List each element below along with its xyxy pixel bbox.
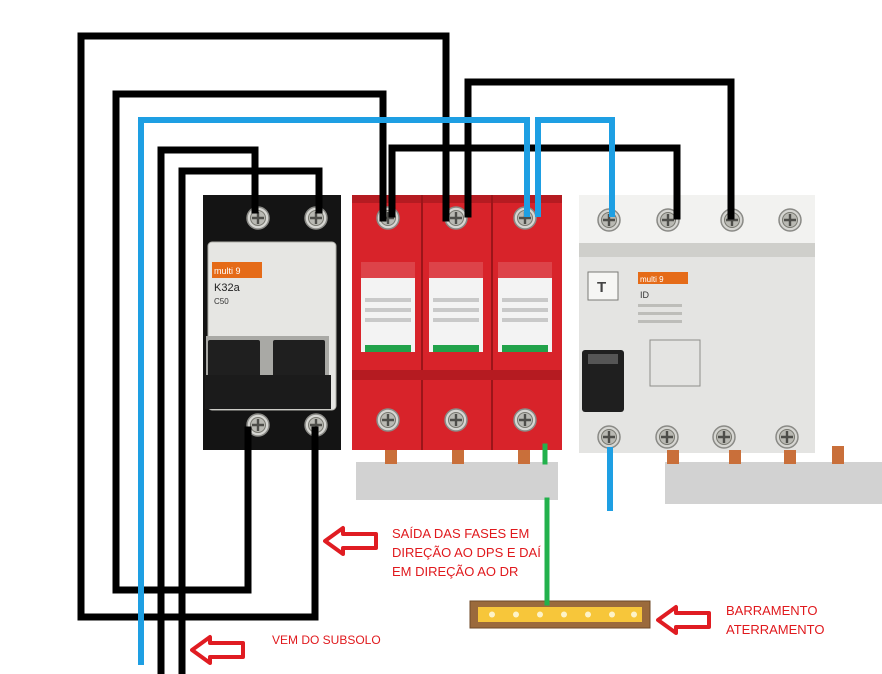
breaker-rating: K32a [214, 282, 241, 294]
rcd-bottom-screw-2-icon [655, 425, 679, 449]
surge-protector-dps [352, 195, 562, 450]
phase-wire-outer [77, 32, 450, 621]
phase-wire-3 [157, 146, 259, 674]
dps-bottom-screw-2-icon [444, 408, 468, 432]
phase-wire-breaker-out-1 [112, 426, 252, 594]
neutral-wire-to-dr [535, 117, 615, 217]
rcd-top-screw-4-icon [778, 208, 802, 232]
label-ground-bar: BARRAMENTO ATERRAMENTO [726, 603, 825, 637]
rcd-bottom-screw-4-icon [775, 425, 799, 449]
dps-module-3 [498, 262, 552, 352]
neutral-wire-main [138, 117, 530, 665]
dps-bottom-screw-1-icon [376, 408, 400, 432]
arrow-ground-bar-icon [656, 605, 711, 635]
phase-wire-dps-to-dr-1 [388, 144, 681, 220]
rcd-test-button: T [597, 279, 606, 296]
dps-module-1 [361, 262, 415, 352]
ground-bar [469, 600, 651, 629]
breaker-brand: multi 9 [214, 266, 241, 276]
arrow-from-basement-icon [190, 635, 245, 665]
ground-wire [542, 443, 550, 606]
busbar-dps [356, 450, 558, 500]
rcd-bottom-screw-3-icon [712, 425, 736, 449]
dps-bottom-screw-3-icon [513, 408, 537, 432]
busbar-dr [665, 446, 882, 504]
phase-wire-2 [112, 90, 387, 594]
breaker-curve: C50 [214, 297, 229, 306]
circuit-breaker: multi 9 K32a C50 [203, 195, 341, 450]
label-from-basement: VEM DO SUBSOLO [272, 633, 381, 647]
label-phases-out: SAÍDA DAS FASES EM DIREÇÃO AO DPS E DAÍ … [392, 526, 541, 579]
residual-current-device-dr: T multi 9 ID [579, 195, 815, 453]
phase-wire-4 [178, 167, 323, 674]
phase-wire-dps-to-dr-2 [464, 78, 735, 220]
rcd-model: multi 9 [640, 275, 664, 284]
rcd-type: ID [640, 290, 650, 300]
dps-module-2 [429, 262, 483, 352]
arrow-phases-out-icon [323, 526, 378, 556]
rcd-bottom-screw-1-icon [597, 425, 621, 449]
phase-wire-breaker-out-2 [77, 426, 319, 621]
